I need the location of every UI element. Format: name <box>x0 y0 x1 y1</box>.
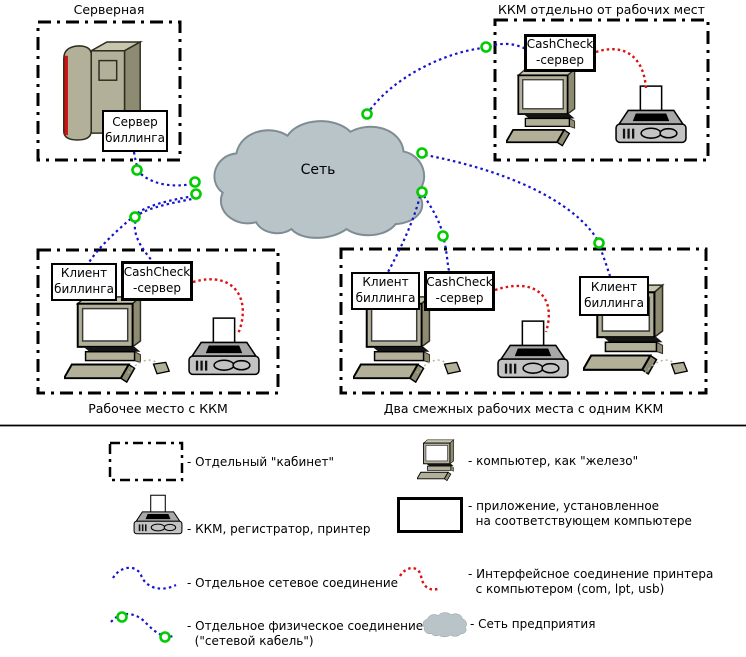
mouse-icon <box>443 361 461 375</box>
legend-label-enterprise-cloud: - Сеть предприятия <box>470 617 596 631</box>
printer-interface-connection <box>494 284 551 333</box>
legend-cabinet-box <box>108 441 184 482</box>
connector-ring <box>480 41 492 53</box>
printer-icon <box>188 317 260 376</box>
legend-label-cabinet: - Отдельный "кабинет" <box>187 455 334 469</box>
region-title-kkm-separate: ККМ отдельно от рабочих мест <box>498 2 705 17</box>
mouse-cable <box>127 359 158 374</box>
computer-icon <box>64 295 142 384</box>
legend-computer-icon <box>417 439 455 482</box>
legend-network-line <box>112 566 177 590</box>
legend-label-interface-line: - Интерфейсное соединение принтера с ком… <box>468 567 714 596</box>
network-cloud <box>213 120 426 239</box>
printer-interface-connection <box>595 48 648 89</box>
network-connection <box>133 196 198 264</box>
printer-interface-connections <box>192 48 648 335</box>
network-connection <box>387 195 422 273</box>
mouse-icon <box>670 361 688 375</box>
app-label-billing-client: Клиент биллинга <box>51 263 117 301</box>
legend-connector-ring <box>116 611 128 623</box>
region-boxes <box>36 18 710 395</box>
computer-icon <box>506 68 576 147</box>
region-title-server-room: Серверная <box>73 2 145 17</box>
legend-label-physical-line: - Отдельное физическое соединение ("сете… <box>187 619 424 648</box>
app-label-cashcheck-server: CashCheck -сервер <box>424 271 495 311</box>
legend-label-application: - приложение, установленное на соответст… <box>468 499 692 528</box>
legend-label-kkm-printer: - ККМ, регистратор, принтер <box>187 522 371 536</box>
mouse-cable <box>416 359 447 374</box>
legend-interface-line <box>398 566 441 591</box>
app-label-billing-client: Клиент биллинга <box>351 272 420 310</box>
network-connection <box>424 153 612 277</box>
region-box-workstation-with-kkm <box>36 248 280 395</box>
legend-cloud-icon <box>422 612 467 638</box>
legend-label-computer: - компьютер, как "железо" <box>468 454 639 468</box>
mouse-cables <box>127 359 675 374</box>
network-connection <box>366 42 527 115</box>
region-box-two-workstations <box>339 247 708 395</box>
network-connection <box>140 173 193 187</box>
app-label-cashcheck-server: CashCheck -сервер <box>121 261 193 301</box>
connector-ring <box>416 147 428 159</box>
legend-printer-icon <box>133 494 183 535</box>
connector-ring <box>189 176 201 188</box>
app-label-cashcheck-server: CashCheck -сервер <box>524 34 596 72</box>
app-label-billing-server: Сервер биллинга <box>102 110 168 152</box>
network-connection <box>87 194 195 265</box>
network-connection <box>132 151 139 167</box>
region-title-two-workstations: Два смежных рабочих места с одним ККМ <box>383 401 664 416</box>
cable-connectors <box>129 41 605 249</box>
connector-ring <box>437 230 449 242</box>
legend-symbols <box>108 439 467 643</box>
region-title-workstation-with-kkm: Рабочее место с ККМ <box>88 401 228 416</box>
region-box-kkm-separate <box>493 18 710 162</box>
legend-application-box <box>397 497 463 533</box>
legend-connector-ring <box>159 631 171 643</box>
connector-ring <box>129 211 141 223</box>
connector-ring <box>416 186 428 198</box>
network-connection <box>423 195 451 272</box>
connector-ring <box>593 237 605 249</box>
legend-label-network-line: - Отдельное сетевое соединение <box>187 576 399 590</box>
mouse-icon <box>152 361 170 375</box>
mouse-cable <box>644 359 675 374</box>
printer-icon <box>497 320 569 379</box>
printer-interface-connection <box>192 278 244 335</box>
connector-ring <box>131 164 143 176</box>
app-label-billing-client: Клиент биллинга <box>579 276 649 316</box>
connector-ring <box>190 188 202 200</box>
printer-icon <box>615 85 687 144</box>
connector-ring <box>361 108 373 120</box>
cloud-label: Сеть <box>300 162 336 178</box>
